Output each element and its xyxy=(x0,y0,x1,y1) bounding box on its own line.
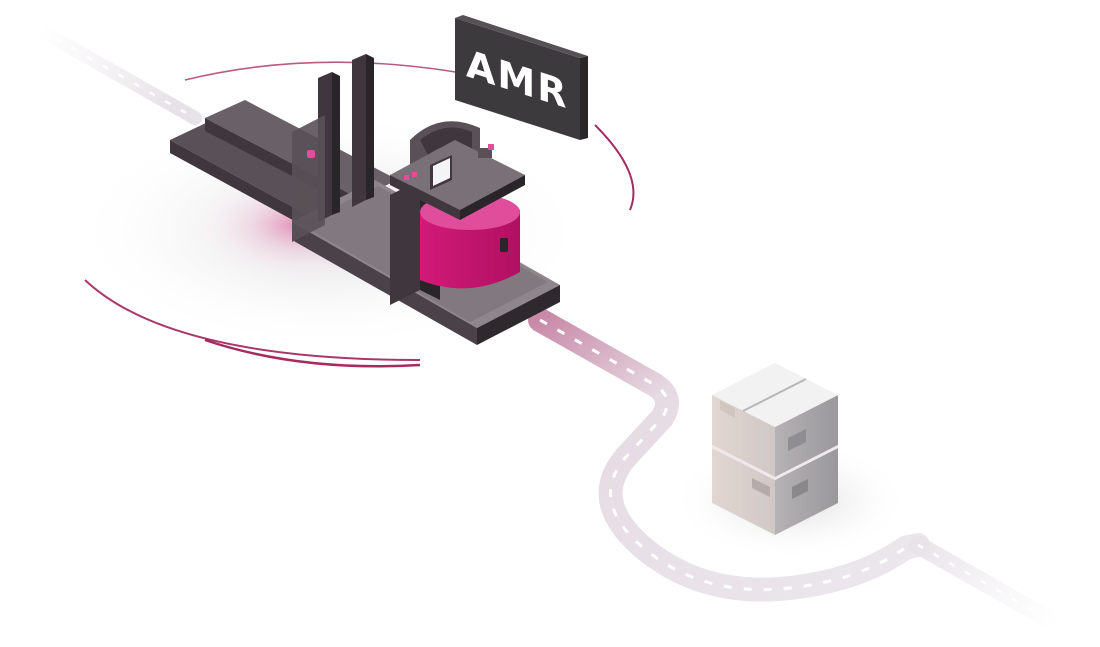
stacked-boxes-icon xyxy=(712,363,838,535)
route-path-icon xyxy=(33,23,1094,647)
amr-forklift-icon xyxy=(170,54,560,345)
amr-sign-icon: AMR xyxy=(455,15,588,140)
